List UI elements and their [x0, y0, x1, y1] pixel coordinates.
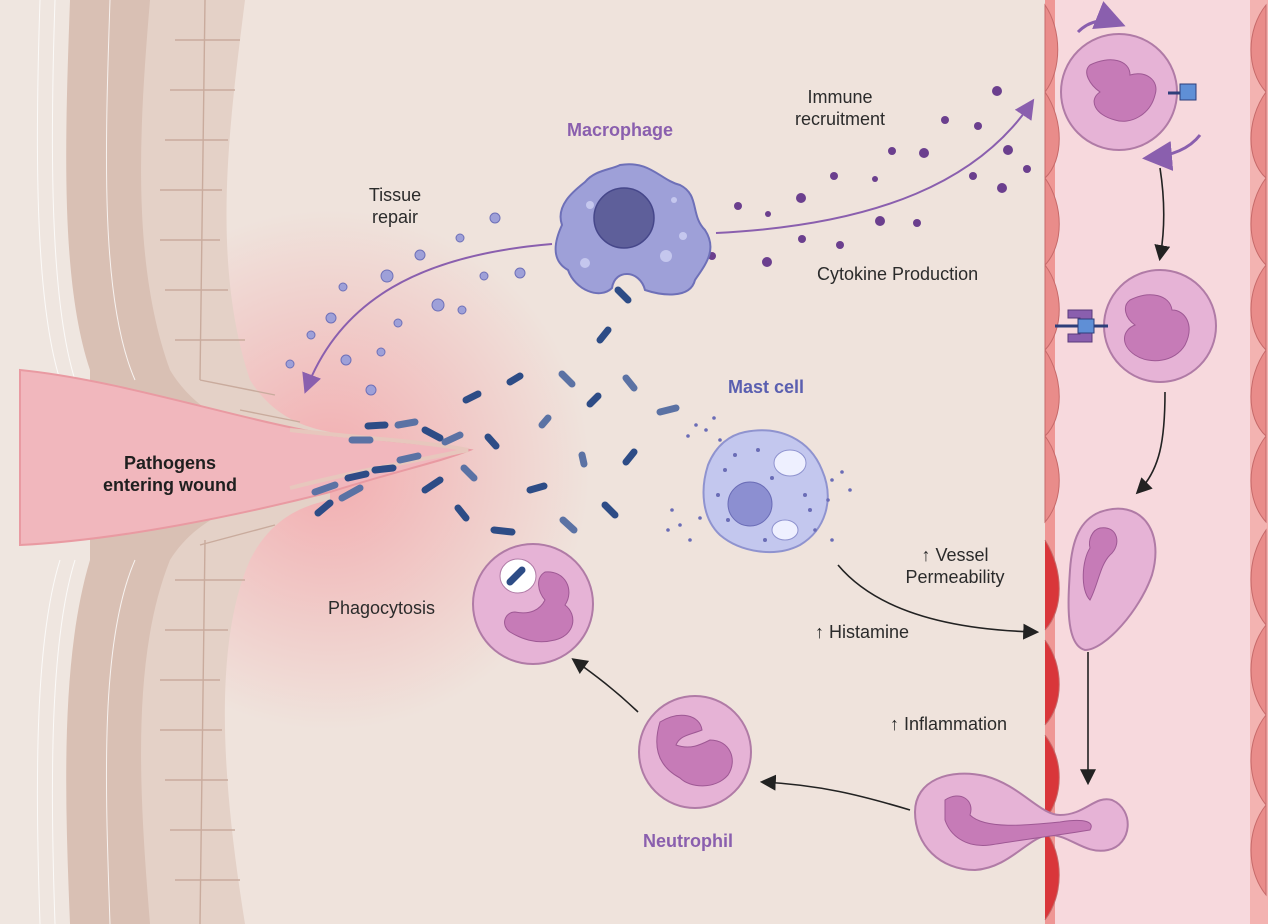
- neutrophil-cell: [638, 695, 752, 809]
- cytokine-particles: [708, 86, 1031, 267]
- endothelial-cells: [1044, 3, 1267, 921]
- neutrophil-phagocytosis: [472, 543, 594, 665]
- label-macrophage: Macrophage: [567, 120, 674, 140]
- label-vessel-permeability: ↑ Vessel Permeability: [905, 545, 1005, 587]
- wound-opening: [19, 368, 474, 547]
- label-immune-recruitment: Immune recruitment: [794, 87, 886, 129]
- label-phagocytosis: Phagocytosis: [328, 598, 436, 618]
- label-inflammation: ↑ Inflammation: [890, 714, 1008, 734]
- label-cytokine-production: Cytokine Production: [817, 264, 979, 284]
- label-tissue-repair: Tissue repair: [368, 185, 422, 227]
- label-pathogens: Pathogens entering wound: [103, 453, 237, 495]
- mast-cell: [666, 416, 852, 553]
- vessel-neutrophils: [913, 33, 1217, 872]
- repair-particles: [285, 212, 526, 396]
- label-mast-cell: Mast cell: [728, 377, 805, 397]
- macrophage-cell: [554, 163, 712, 296]
- label-histamine: ↑ Histamine: [815, 622, 910, 642]
- flow-arrows: [302, 1, 1202, 811]
- bacteria-cluster: [311, 286, 680, 536]
- label-neutrophil: Neutrophil: [643, 831, 733, 851]
